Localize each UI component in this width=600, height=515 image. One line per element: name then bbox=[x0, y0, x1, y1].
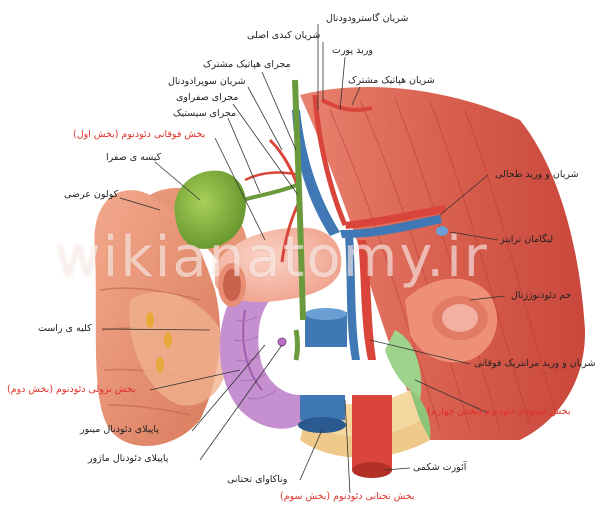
label-bile-duct: مجرای صفراوی bbox=[176, 92, 239, 103]
label-duodenum-superior: بخش فوقانی دئودنوم (بخش اول) bbox=[73, 129, 206, 140]
ivc-shape bbox=[300, 395, 345, 420]
bile-duct-shape bbox=[292, 79, 306, 321]
label-portal-vein: ورید پورت bbox=[332, 45, 373, 56]
label-common-hepatic-artery-2: شریان هپاتیک مشترک bbox=[348, 75, 435, 86]
label-supraduodenal-artery: شریان سوپرادودنال bbox=[168, 76, 246, 87]
label-treitz-ligament: لیگامان ترایتز bbox=[500, 234, 554, 245]
sma bbox=[358, 240, 376, 360]
label-ivc: وناکاوای تحتانی bbox=[227, 474, 288, 485]
label-splenic-artery-vein: شریان و ورید طحالی bbox=[495, 169, 579, 180]
splenic-artery bbox=[345, 205, 446, 229]
gallbladder-shape bbox=[174, 170, 246, 249]
label-right-kidney: کلیه ی راست bbox=[38, 323, 92, 334]
label-minor-papilla: پاپیلای دئودنال مینور bbox=[80, 424, 159, 435]
hepatic-artery bbox=[312, 94, 348, 226]
duodenum-part1 bbox=[215, 227, 342, 303]
label-duodenum-descending: بخش نزولی دئودنوم (بخش دوم) bbox=[7, 384, 136, 395]
abdominal-aorta bbox=[352, 395, 392, 478]
label-gallbladder: کیسه ی صفرا bbox=[106, 152, 162, 163]
portal-vein-shape bbox=[292, 110, 340, 236]
label-common-hepatic-duct: مجرای هپاتیک مشترک bbox=[203, 59, 291, 70]
label-duodenum-ascending: بخش صعودی دئودنوم (بخش چهارم) bbox=[427, 406, 571, 417]
smv bbox=[345, 235, 360, 360]
splenic-vein bbox=[340, 215, 442, 238]
label-gastroduodenal-artery: شریان گاسترودودنال bbox=[326, 13, 409, 24]
watermark: wikianatomy.ir bbox=[55, 225, 489, 290]
label-major-papilla: پاپیلای دئودنال ماژور bbox=[88, 453, 169, 464]
label-transverse-colon: کولون عرضی bbox=[64, 189, 119, 200]
label-duodenum-horizontal: بخش تحتانی دئودنوم (بخش سوم) bbox=[280, 491, 415, 502]
label-common-hepatic-artery: شریان کبدی اصلی bbox=[247, 30, 321, 41]
posterior-muscle bbox=[300, 87, 586, 440]
label-superior-mesenteric: شریان و ورید مزانتریک فوقانی bbox=[474, 358, 596, 369]
duodenum-part2 bbox=[219, 300, 305, 429]
label-aorta: آئورت شکمی bbox=[413, 462, 467, 473]
label-cystic-duct: مجرای سیستیک bbox=[173, 108, 237, 119]
label-duodenojejunal-flexure: خم دئودنوژژنال bbox=[511, 290, 572, 301]
duodenum-part4 bbox=[385, 330, 422, 400]
